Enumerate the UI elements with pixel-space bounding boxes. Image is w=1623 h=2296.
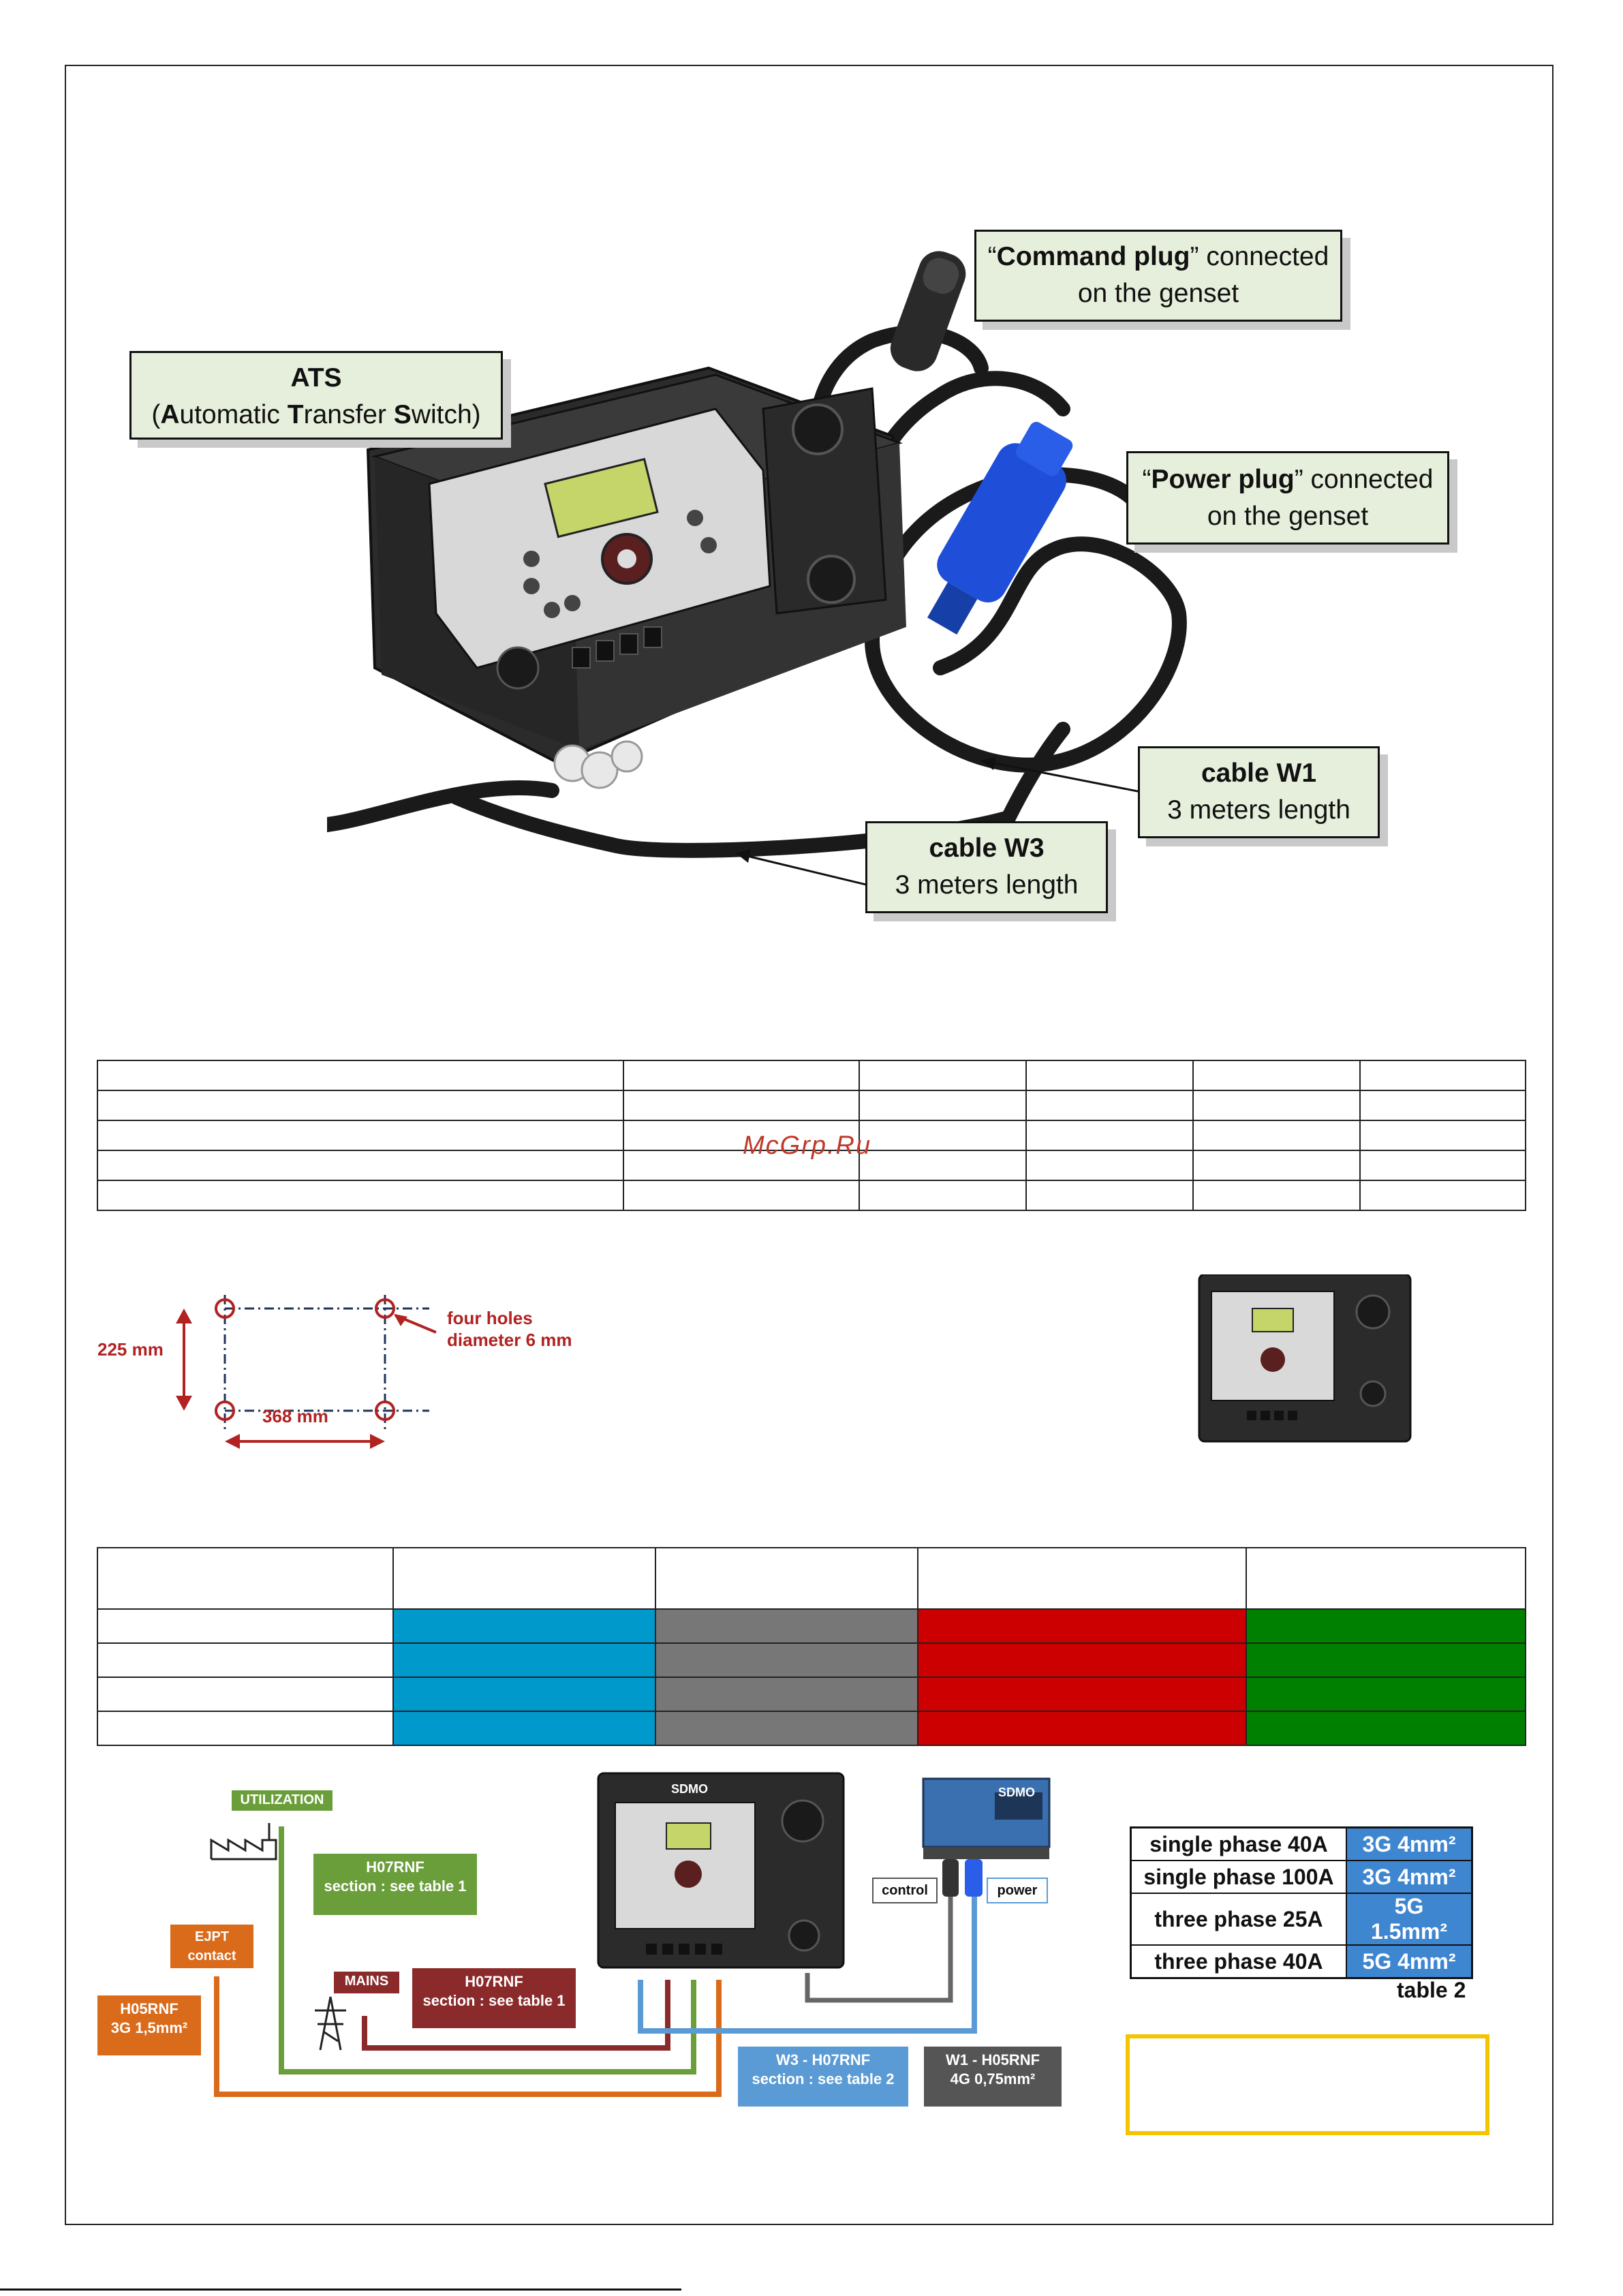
power-label: power — [987, 1878, 1048, 1903]
power-plug-bold: Power plug — [1151, 465, 1295, 494]
footer-rule — [0, 2289, 681, 2291]
power-plug-callout: “Power plug” connected on the genset — [1126, 451, 1449, 545]
cable-w1-callout: cable W1 3 meters length — [1138, 746, 1380, 838]
wiring-diagram — [210, 1772, 1051, 2097]
holes-note: four holes diameter 6 mm — [447, 1308, 572, 1350]
control-label: control — [872, 1878, 938, 1903]
ats-front-view — [1198, 1274, 1412, 1443]
cable-w1-subtitle: 3 meters length — [1167, 795, 1350, 825]
ats-product-photo — [327, 251, 1187, 893]
ats-title: ATS — [290, 363, 342, 393]
utilization-tag: UTILIZATION — [232, 1790, 333, 1811]
mains-tag: MAINS — [334, 1972, 399, 1993]
height-dimension: 225 mm — [97, 1339, 164, 1360]
empty-table-1 — [97, 1060, 1526, 1211]
page-frame — [65, 65, 1554, 2225]
ats-callout: ATS (Automatic Transfer Switch) — [129, 351, 503, 440]
power-plug-line2: on the genset — [1207, 502, 1369, 531]
highlight-box — [1126, 2034, 1489, 2135]
watermark: McGrp.Ru — [743, 1131, 872, 1160]
width-dimension: 368 mm — [262, 1406, 328, 1426]
cable-w3-title: cable W3 — [929, 833, 1045, 863]
cable-w3-subtitle: 3 meters length — [895, 870, 1079, 900]
cable-w3-callout: cable W3 3 meters length — [865, 821, 1108, 913]
table2-caption: table 2 — [1397, 1978, 1466, 2002]
ats-subtitle: (Automatic Transfer Switch) — [151, 400, 481, 429]
factory-icon — [210, 1823, 277, 1861]
color-table — [97, 1547, 1526, 1746]
mounting-holes-diagram — [176, 1295, 437, 1449]
ats-brand: SDMO — [671, 1782, 708, 1796]
command-plug-callout: “Command plug” connected on the genset — [974, 230, 1342, 322]
pylon-icon — [315, 1996, 346, 2051]
command-plug-line2: on the genset — [1077, 279, 1239, 308]
cable-w1-title: cable W1 — [1201, 759, 1317, 788]
genset-brand: SDMO — [998, 1786, 1035, 1799]
command-plug-bold: Command plug — [996, 242, 1190, 271]
